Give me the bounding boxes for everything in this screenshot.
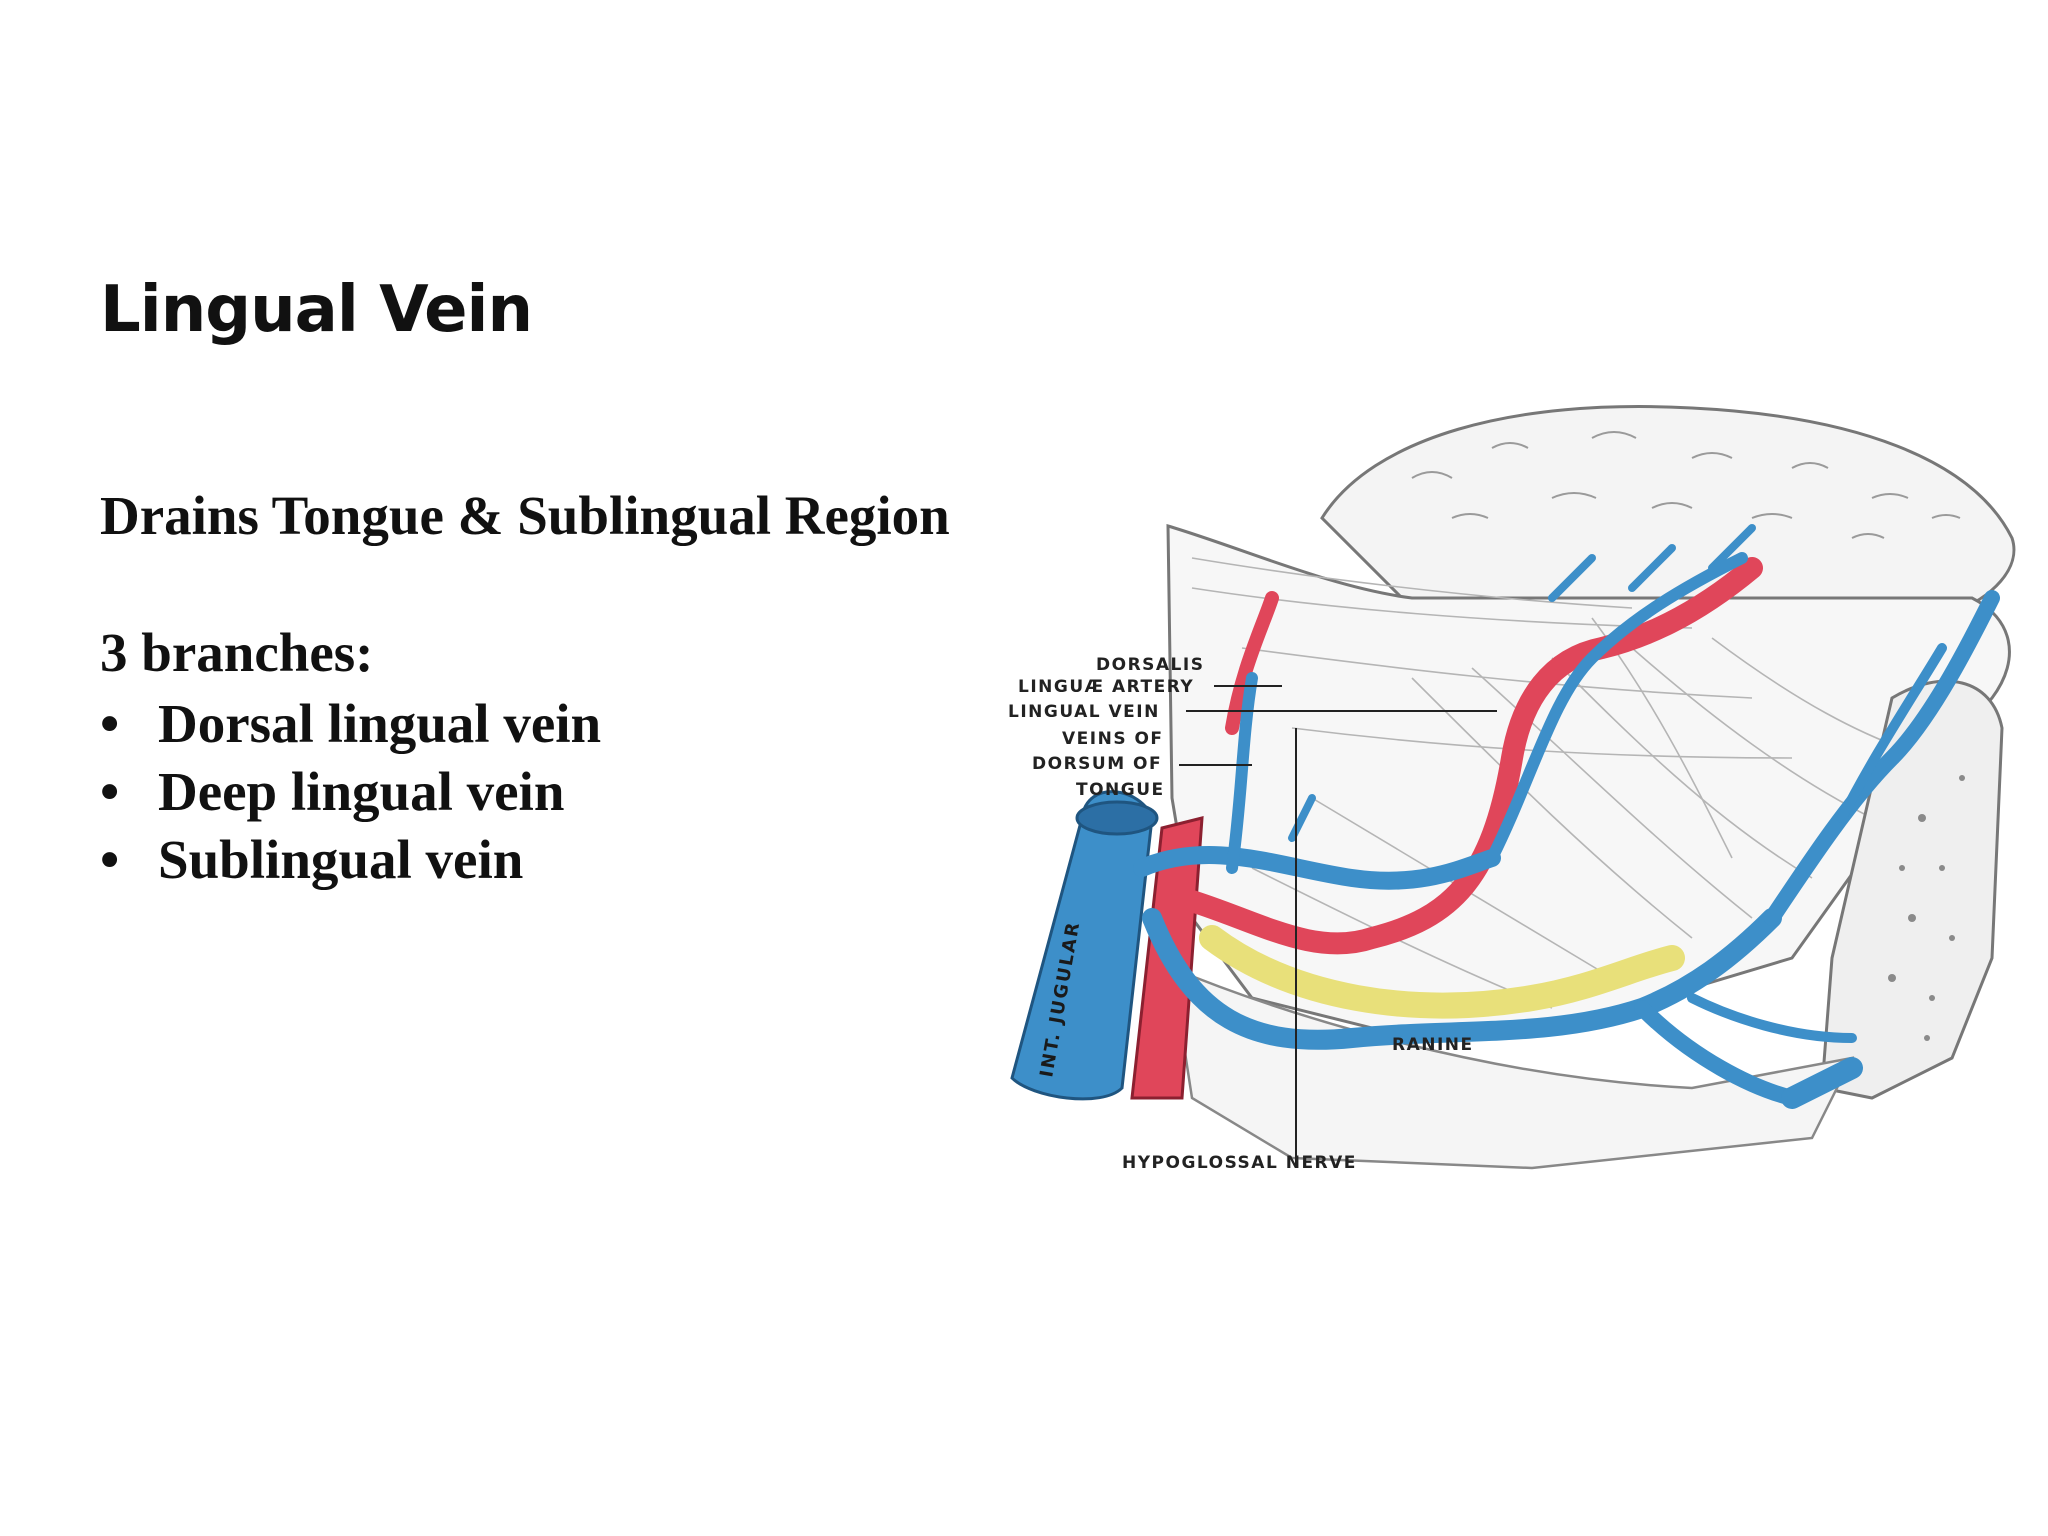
branch-list: •Dorsal lingual vein •Deep lingual vein … [100, 690, 601, 894]
lingual-artery [1171, 557, 1763, 955]
list-item: • Deep lingual vein [100, 758, 601, 826]
label-leader-lines [1179, 685, 1497, 1166]
slide-title: Lingual Vein [100, 273, 533, 347]
lower-muscle-mass [1170, 965, 1855, 1170]
bullet-text: Dorsal lingual vein [158, 693, 602, 754]
label-hypoglossal-nerve: HYPOGLOSSAL NERVE [1122, 1153, 1357, 1173]
bullet-marker: • [100, 829, 120, 890]
label-dorsum-of: DORSUM OF [1032, 754, 1162, 774]
label-veins-of: VEINS OF [1062, 729, 1164, 749]
branches-heading: 3 branches: [100, 622, 374, 683]
bullet-text: Sublingual vein [158, 829, 524, 890]
label-ranine: RANINE [1392, 1035, 1474, 1055]
list-item: • Sublingual vein [100, 826, 601, 894]
label-dorsalis: DORSALIS [1096, 655, 1204, 675]
anatomy-drawing: DORSALIS LINGUÆ ARTERY LINGUAL VEIN VEIN… [1008, 404, 2016, 1173]
internal-jugular-vein [1010, 790, 1154, 1101]
bone-texture [1888, 775, 1965, 1041]
lingual-vein-branches [1133, 524, 2000, 1109]
label-tongue: TONGUE [1076, 780, 1165, 800]
label-lingual-vein: LINGUAL VEIN [1008, 702, 1160, 722]
tongue-texture [1411, 431, 1961, 539]
lingual-vein-anatomy-illustration: DORSALIS LINGUÆ ARTERY LINGUAL VEIN VEIN… [992, 398, 2028, 1194]
bullet-text: Deep lingual vein [158, 761, 565, 822]
list-item: • Dorsal lingual vein [100, 690, 601, 758]
label-linguae-artery: LINGUÆ ARTERY [1018, 677, 1194, 697]
bullet-marker: • [100, 693, 120, 754]
hypoglossal-nerve [1199, 925, 1685, 1019]
tongue-dorsum [1320, 404, 2016, 630]
dorsalis-linguae-artery [1225, 591, 1279, 735]
jugular-opening [1075, 800, 1159, 836]
slide-subtitle: Drains Tongue & Sublingual Region [100, 485, 950, 546]
bullet-marker: • [100, 761, 120, 822]
